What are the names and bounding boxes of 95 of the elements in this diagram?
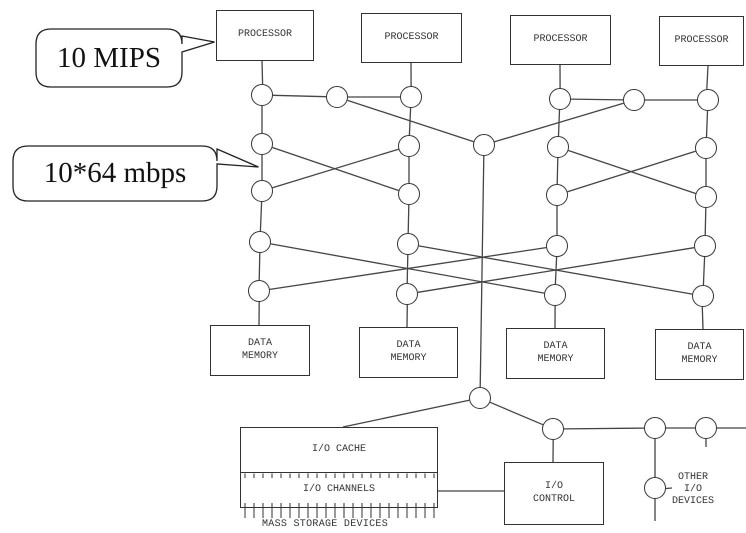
unit-box (210, 325, 310, 376)
switch-node-circle (697, 89, 719, 111)
bus-line (406, 254, 408, 284)
bus-line (438, 490, 504, 492)
unit-box (659, 16, 744, 66)
bus-line (406, 305, 408, 327)
unit-box (506, 328, 605, 379)
switch-node-circle (396, 283, 418, 305)
switch-node-circle (400, 86, 422, 108)
bus-line (558, 110, 560, 136)
unit-label: DATA MEMORY (682, 342, 718, 367)
unit-box (361, 13, 462, 63)
bus-line (704, 208, 706, 236)
unit-label: PROCESSOR (238, 29, 292, 42)
unit-label: DATA MEMORY (538, 341, 574, 366)
bus-line (258, 302, 260, 325)
bus-line (554, 256, 558, 284)
unit-box (655, 329, 744, 380)
bus-line (272, 94, 326, 98)
switch-node-circle (326, 86, 348, 108)
bus-line (260, 202, 262, 232)
unit-label: PROCESSOR (674, 34, 728, 48)
unit-label: I/O CACHE (312, 444, 366, 456)
bus-line (347, 100, 474, 142)
switch-node-circle (692, 285, 714, 307)
switch-node-circle (251, 84, 273, 106)
bus-line (410, 63, 412, 86)
bus-line (666, 427, 695, 429)
switch-node-circle (694, 235, 716, 257)
unit-box (240, 427, 438, 473)
switch-node-circle (546, 235, 568, 257)
unit-box (240, 473, 438, 508)
bus-line (702, 256, 706, 286)
bus-line (494, 102, 624, 142)
switch-node-circle (644, 477, 666, 499)
bus-line (490, 402, 544, 426)
switch-node-circle (398, 135, 420, 157)
switch-node-circle (546, 184, 568, 206)
bus-line (702, 306, 704, 330)
switch-node-circle (695, 137, 717, 159)
bus-line (654, 499, 656, 521)
bus-line (261, 60, 264, 84)
bus-line (348, 96, 400, 98)
bus-line (564, 427, 644, 430)
switch-node-circle (542, 418, 564, 440)
bus-line (261, 155, 263, 180)
bus-line (261, 106, 263, 133)
callout-text: 10*64 mbps (42, 157, 188, 190)
bus-line (480, 156, 484, 388)
bus-line (556, 158, 558, 184)
bus-line (552, 440, 554, 462)
switch-node-circle (695, 186, 717, 208)
switch-node-circle (251, 133, 273, 155)
bus-line (645, 99, 697, 101)
switch-node-circle (469, 387, 491, 409)
bus-line (559, 65, 561, 88)
bus-line (705, 159, 707, 186)
bus-line (706, 66, 709, 90)
unit-label: DATA MEMORY (390, 340, 426, 365)
switch-node-circle (549, 88, 571, 110)
bus-line (570, 98, 624, 101)
bus-line (556, 206, 558, 235)
bus-line (554, 306, 556, 328)
unit-label: DATA MEMORY (242, 338, 278, 363)
switch-node-circle (249, 231, 271, 253)
bus-line (258, 252, 260, 280)
unit-box (510, 15, 611, 65)
bus-line (408, 108, 412, 136)
switch-node-circle (547, 136, 569, 158)
unit-label: I/O CHANNELS (302, 484, 375, 496)
unit-box (504, 462, 604, 525)
bus-line (342, 400, 470, 428)
switch-node-circle (623, 89, 645, 111)
unit-label: PROCESSOR (533, 34, 588, 46)
switch-node-circle (248, 280, 270, 302)
switch-node-circle (695, 417, 717, 439)
bus-line (408, 204, 410, 234)
switch-node-circle (644, 417, 666, 439)
bus-line (408, 157, 410, 183)
storage-label: MASS STORAGE DEVICES (262, 519, 388, 530)
unit-label: I/O CONTROL (533, 481, 575, 506)
unit-box (359, 327, 458, 378)
bus-line (706, 110, 708, 138)
switch-node-circle (398, 183, 420, 205)
callout-text: 10 MIPS (56, 42, 162, 74)
switch-node-circle (473, 134, 495, 156)
bus-line (717, 427, 746, 429)
device-label: OTHER I/O DEVICES (672, 472, 714, 508)
bus-line (666, 487, 672, 490)
unit-label: PROCESSOR (384, 32, 438, 44)
switch-node-circle (544, 284, 566, 306)
bus-line (654, 439, 656, 477)
switch-node-circle (397, 233, 419, 255)
switch-node-circle (251, 180, 273, 202)
unit-box (216, 10, 314, 61)
